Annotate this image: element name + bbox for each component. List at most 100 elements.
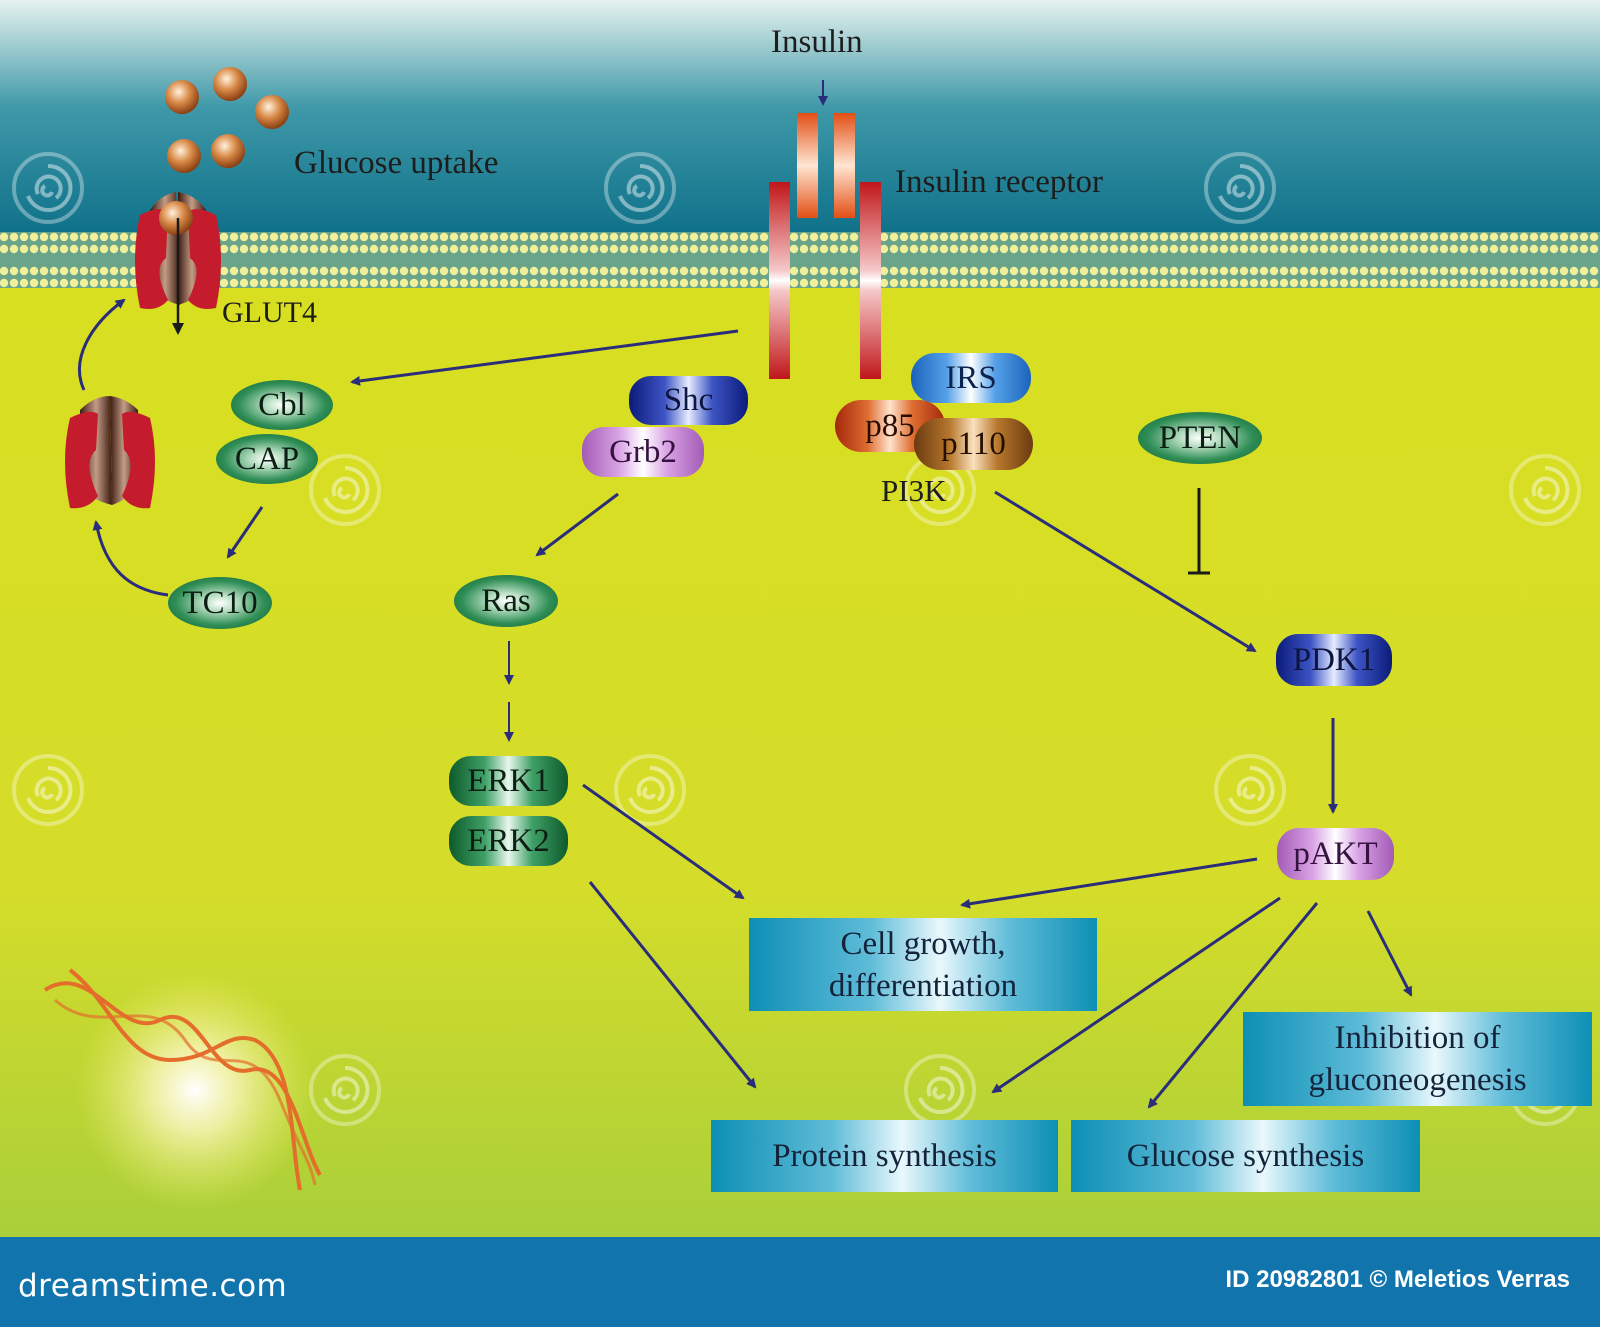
lipid-head xyxy=(1059,266,1069,276)
lipid-head xyxy=(1499,278,1509,288)
lipid-head xyxy=(439,266,449,276)
lipid-head xyxy=(1239,232,1249,242)
node-ras: Ras xyxy=(454,575,558,627)
lipid-head xyxy=(719,244,729,254)
lipid-head xyxy=(1399,278,1409,288)
lipid-head xyxy=(1139,266,1149,276)
lipid-head xyxy=(509,244,519,254)
lipid-head xyxy=(299,244,309,254)
lipid-head xyxy=(549,266,559,276)
lipid-head xyxy=(939,244,949,254)
lipid-head xyxy=(269,244,279,254)
lipid-head xyxy=(669,278,679,288)
lipid-head xyxy=(39,278,49,288)
lipid-head xyxy=(59,266,69,276)
lipid-head xyxy=(419,278,429,288)
lipid-head xyxy=(759,266,769,276)
lipid-head xyxy=(69,232,79,242)
lipid-head xyxy=(319,278,329,288)
lipid-head xyxy=(549,244,559,254)
lipid-head xyxy=(1479,232,1489,242)
lipid-head xyxy=(1459,232,1469,242)
lipid-head xyxy=(389,244,399,254)
lipid-head xyxy=(59,232,69,242)
lipid-head xyxy=(389,266,399,276)
lipid-head xyxy=(619,278,629,288)
lipid-head xyxy=(699,278,709,288)
lipid-head xyxy=(1029,244,1039,254)
lipid-head xyxy=(1189,232,1199,242)
lipid-head xyxy=(1199,232,1209,242)
outcome-glucose-synthesis: Glucose synthesis xyxy=(1071,1120,1420,1192)
lipid-head xyxy=(1229,232,1239,242)
lipid-head xyxy=(759,244,769,254)
lipid-head xyxy=(809,244,819,254)
lipid-head xyxy=(999,244,1009,254)
lipid-head xyxy=(1469,266,1479,276)
outcome-cell-growth-line1: Cell growth, xyxy=(840,925,1006,962)
lipid-head xyxy=(29,244,39,254)
lipid-head xyxy=(1359,244,1369,254)
lipid-head xyxy=(309,278,319,288)
lipid-head xyxy=(799,244,809,254)
lipid-head xyxy=(19,266,29,276)
lipid-head xyxy=(899,278,909,288)
lipid-head xyxy=(109,244,119,254)
lipid-head xyxy=(529,244,539,254)
lipid-head xyxy=(0,278,9,288)
lipid-head xyxy=(1419,266,1429,276)
lipid-head xyxy=(749,278,759,288)
lipid-head xyxy=(1489,244,1499,254)
lipid-head xyxy=(989,278,999,288)
lipid-head xyxy=(439,244,449,254)
glut4-vesicle-icon xyxy=(65,396,155,509)
lipid-head xyxy=(1039,266,1049,276)
lipid-head xyxy=(729,266,739,276)
lipid-head xyxy=(789,278,799,288)
lipid-head xyxy=(1389,278,1399,288)
lipid-head xyxy=(1029,232,1039,242)
lipid-head xyxy=(889,278,899,288)
lipid-head xyxy=(719,232,729,242)
lipid-head xyxy=(249,244,259,254)
lipid-head xyxy=(639,232,649,242)
lipid-head xyxy=(949,266,959,276)
lipid-head xyxy=(409,266,419,276)
lipid-head xyxy=(1069,266,1079,276)
lipid-head xyxy=(1099,244,1109,254)
lipid-head xyxy=(129,232,139,242)
lipid-head xyxy=(519,232,529,242)
node-cap: CAP xyxy=(216,434,318,484)
lipid-head xyxy=(1569,266,1579,276)
lipid-head xyxy=(799,278,809,288)
lipid-head xyxy=(1309,244,1319,254)
lipid-head xyxy=(1379,232,1389,242)
lipid-head xyxy=(1329,232,1339,242)
lipid-head xyxy=(59,244,69,254)
lipid-head xyxy=(1309,232,1319,242)
outcome-inhibition-gluconeogenesis: Inhibition of gluconeogenesis xyxy=(1243,1012,1592,1106)
lipid-head xyxy=(1549,232,1559,242)
lipid-head xyxy=(1089,278,1099,288)
lipid-head xyxy=(489,266,499,276)
lipid-head xyxy=(1579,244,1589,254)
pathway-arrows xyxy=(78,80,1413,1109)
lipid-head xyxy=(569,244,579,254)
lipid-head xyxy=(1099,266,1109,276)
lipid-head xyxy=(1229,266,1239,276)
lipid-head xyxy=(429,278,439,288)
lipid-head xyxy=(359,232,369,242)
lipid-head xyxy=(909,266,919,276)
lipid-head xyxy=(939,266,949,276)
lipid-head xyxy=(889,232,899,242)
lipid-head xyxy=(999,278,1009,288)
lipid-head xyxy=(279,266,289,276)
lipid-head xyxy=(889,244,899,254)
lipid-head xyxy=(599,232,609,242)
lipid-head xyxy=(1019,266,1029,276)
lipid-head xyxy=(849,266,859,276)
node-shc: Shc xyxy=(629,376,748,425)
lipid-head xyxy=(1179,278,1189,288)
lipid-head xyxy=(419,244,429,254)
lipid-head xyxy=(1099,232,1109,242)
